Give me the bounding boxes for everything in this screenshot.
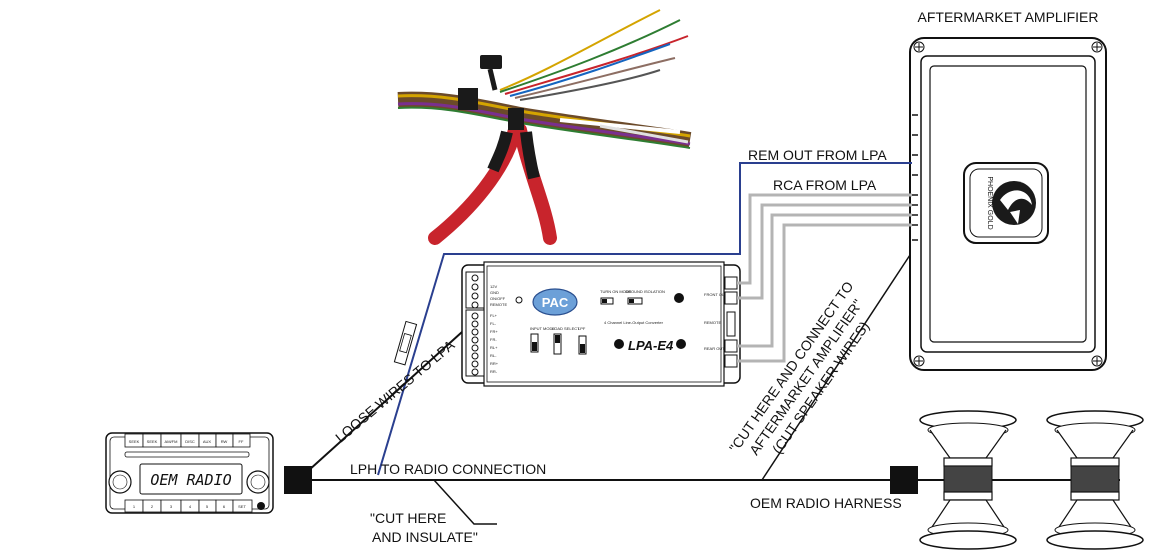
radio-btn-seek-2: SEEK: [147, 439, 158, 444]
lpa-subtitle: 4 Channel Line-Output Converter: [604, 320, 664, 325]
rem-out-wire: [377, 162, 912, 476]
pin-fl-pos: FL+: [490, 313, 498, 318]
radio-btn-seek-1: SEEK: [129, 439, 140, 444]
radio-preset-1: 1: [133, 504, 136, 509]
loose-wires-label: LOOSE WIRES TO LPA: [332, 336, 458, 445]
oem-radio: SEEK SEEK AM/FM DISC AUX RW FF OEM RADIO…: [105, 432, 274, 514]
lph-connection-label: LPH TO RADIO CONNECTION: [350, 461, 546, 477]
rca-from-lpa-label: RCA FROM LPA: [773, 177, 877, 193]
pin-rl-neg: RL-: [490, 353, 497, 358]
rca-wires: [737, 193, 912, 363]
radio-preset-6: 6: [223, 504, 226, 509]
radio-btn-rw: RW: [221, 439, 228, 444]
pin-rr-pos: RR+: [490, 361, 499, 366]
tune-knob: [246, 470, 270, 494]
radio-preset-buttons: 1 2 3 4 5 6 SET: [124, 499, 253, 513]
radio-preset-2: 2: [151, 504, 154, 509]
speaker-left: [919, 410, 1017, 550]
pin-fl-neg: FL-: [490, 321, 497, 326]
pin-12v: 12V: [490, 284, 497, 289]
cut-insulate-label-1: "CUT HERE: [370, 510, 446, 526]
wiring-harness-illustration: [397, 9, 692, 245]
oem-harness-connector: [890, 466, 918, 494]
pin-remote: REMOTE: [490, 302, 507, 307]
input-mode-label: INPUT MODE: [530, 326, 555, 331]
pin-onoff: ON/OFF: [490, 296, 506, 301]
lpa-pin-labels: 12V GND ON/OFF REMOTE FL+ FL- FR+ FR- RL…: [490, 284, 507, 374]
lpa-model: LPA-E4: [628, 338, 674, 353]
radio-btn-amfm: AM/FM: [165, 439, 178, 444]
speaker-wire-to-amp: [761, 254, 911, 481]
amplifier-title: AFTERMARKET AMPLIFIER: [918, 9, 1099, 25]
cut-insulate-label-2: AND INSULATE": [372, 529, 478, 545]
radio-preset-set: SET: [238, 504, 246, 509]
remote-label: REMOTE: [704, 320, 721, 325]
loose-wires-line: [297, 331, 463, 481]
load-select-label: LOAD SELECT: [552, 326, 580, 331]
oem-harness-label: OEM RADIO HARNESS: [750, 495, 902, 511]
radio-btn-ff: FF: [239, 439, 244, 444]
cut-connect-label-2: AFTERMARKET AMPLIFIER": [746, 296, 866, 458]
pin-rr-neg: RR-: [490, 369, 498, 374]
turn-on-mode-label: TURN ON MODE: [600, 289, 632, 294]
inline-fuse: [393, 320, 418, 366]
cut-insulate-leader: [433, 479, 497, 525]
radio-preset-4: 4: [189, 504, 192, 509]
radio-btn-aux: AUX: [203, 439, 212, 444]
pin-rl-pos: RL+: [490, 345, 498, 350]
lpf-label: LPF: [578, 326, 586, 331]
ground-isolation-label: GROUND ISOLATION: [625, 289, 665, 294]
pin-fr-pos: FR+: [490, 329, 498, 334]
front-output-label: FRONT OUTPUT: [704, 292, 736, 297]
pin-fr-neg: FR-: [490, 337, 497, 342]
lpa-e4-module: 12V GND ON/OFF REMOTE FL+ FL- FR+ FR- RL…: [461, 261, 741, 387]
rem-out-label: REM OUT FROM LPA: [748, 147, 887, 163]
cut-connect-label-group: "CUT HERE AND CONNECT TO AFTERMARKET AMP…: [726, 278, 872, 458]
pin-gnd: GND: [490, 290, 499, 295]
lph-connector: [284, 466, 312, 494]
amplifier-brand: PHOENIX GOLD: [986, 176, 993, 229]
radio-top-buttons: SEEK SEEK AM/FM DISC AUX RW FF: [124, 433, 251, 448]
aftermarket-amplifier: AFTERMARKET AMPLIFIER PHOENIX GOLD: [909, 9, 1107, 371]
radio-btn-disc: DISC: [185, 439, 195, 444]
radio-preset-5: 5: [206, 504, 209, 509]
radio-display: OEM RADIO: [150, 471, 231, 489]
volume-knob: [108, 470, 132, 494]
rear-output-label: REAR OUTPUT: [704, 346, 733, 351]
radio-preset-3: 3: [170, 504, 173, 509]
pac-logo: PAC: [542, 295, 569, 310]
speaker-right: [1046, 410, 1144, 550]
